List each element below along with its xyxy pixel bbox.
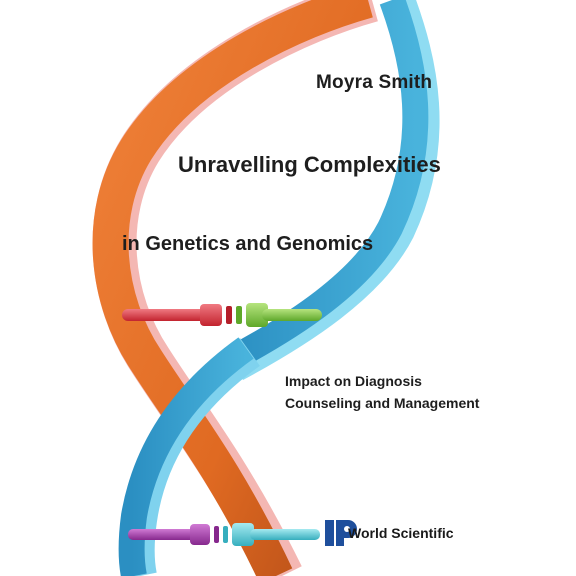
book-title-line-1: Unravelling Complexities	[178, 152, 441, 177]
subtitle-line-2: Counseling and Management	[285, 395, 480, 411]
subtitle-line-1: Impact on Diagnosis	[285, 373, 422, 389]
blue-ribbon-lower	[118, 337, 260, 576]
base-pair-lower	[128, 523, 320, 546]
publisher-name: World Scientific	[348, 525, 454, 541]
world-scientific-logo	[325, 520, 357, 546]
book-title-line-2: in Genetics and Genomics	[122, 233, 374, 255]
base-pair-upper	[122, 303, 322, 327]
orange-ribbon	[92, 0, 378, 576]
blue-ribbon-upper	[223, 0, 440, 380]
author-name: Moyra Smith	[316, 72, 433, 93]
